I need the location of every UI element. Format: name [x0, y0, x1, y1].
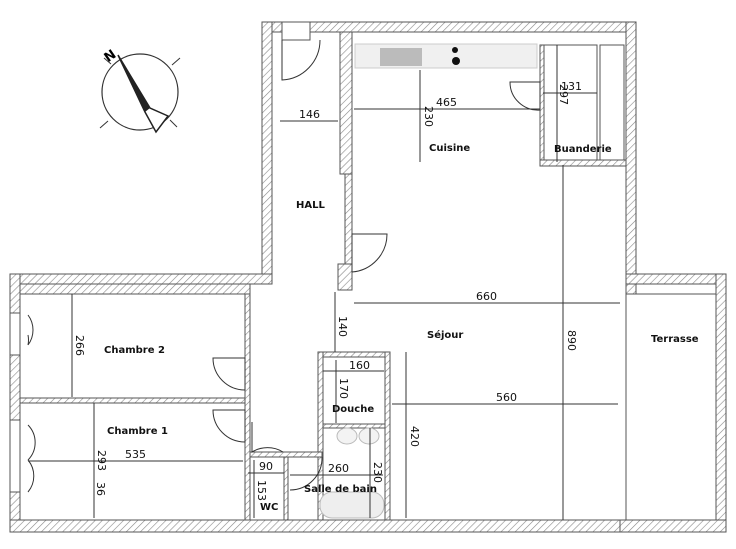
room-label-terrasse: Terrasse — [651, 334, 699, 345]
dim-hall-wall: 140 — [336, 316, 349, 337]
dimension-lines — [28, 45, 620, 520]
room-label-hall: HALL — [296, 200, 325, 211]
room-label-salle-de-bain: Salle de bain — [304, 484, 377, 495]
dim-sejour-side: 420 — [408, 426, 421, 447]
dim-sejour-depth: 890 — [565, 330, 578, 351]
walls — [9, 21, 727, 533]
dim-chambre1-width: 535 — [125, 448, 146, 461]
dim-wc-width: 90 — [259, 460, 273, 473]
dim-douche-depth: 170 — [337, 378, 350, 399]
compass-icon: N — [99, 47, 181, 134]
dim-buanderie-depth: 297 — [557, 84, 570, 105]
room-label-douche: Douche — [332, 404, 374, 415]
dim-chambre1-depth: 293 — [95, 450, 108, 471]
room-label-cuisine: Cuisine — [429, 143, 470, 154]
dim-chambre2-depth: 266 — [73, 335, 86, 356]
dim-wc-depth: 153 — [255, 480, 268, 501]
dim-sejour-width: 660 — [476, 290, 497, 303]
room-label-chambre2: Chambre 2 — [104, 345, 165, 356]
doors — [27, 39, 541, 493]
dim-cuisine-width: 465 — [436, 96, 457, 109]
kitchen-counter — [354, 43, 625, 161]
dim-hall-width: 146 — [299, 108, 320, 121]
dim-buanderie-width: 131 — [561, 80, 582, 93]
dim-sdb-depth: 230 — [371, 462, 384, 483]
bathtub-icon — [319, 491, 385, 519]
room-label-chambre1: Chambre 1 — [107, 426, 168, 437]
dim-sdb-width: 260 — [328, 462, 349, 475]
dim-sejour-inner: 560 — [496, 391, 517, 404]
sink-icon — [336, 427, 380, 445]
dim-cuisine-depth: 230 — [422, 106, 435, 127]
room-label-buanderie: Buanderie — [554, 144, 612, 155]
room-label-sejour: Séjour — [427, 329, 463, 341]
dim-chambre1-small: 36 — [94, 482, 107, 496]
dim-douche-width: 160 — [349, 359, 370, 372]
room-label-wc: WC — [260, 502, 278, 513]
